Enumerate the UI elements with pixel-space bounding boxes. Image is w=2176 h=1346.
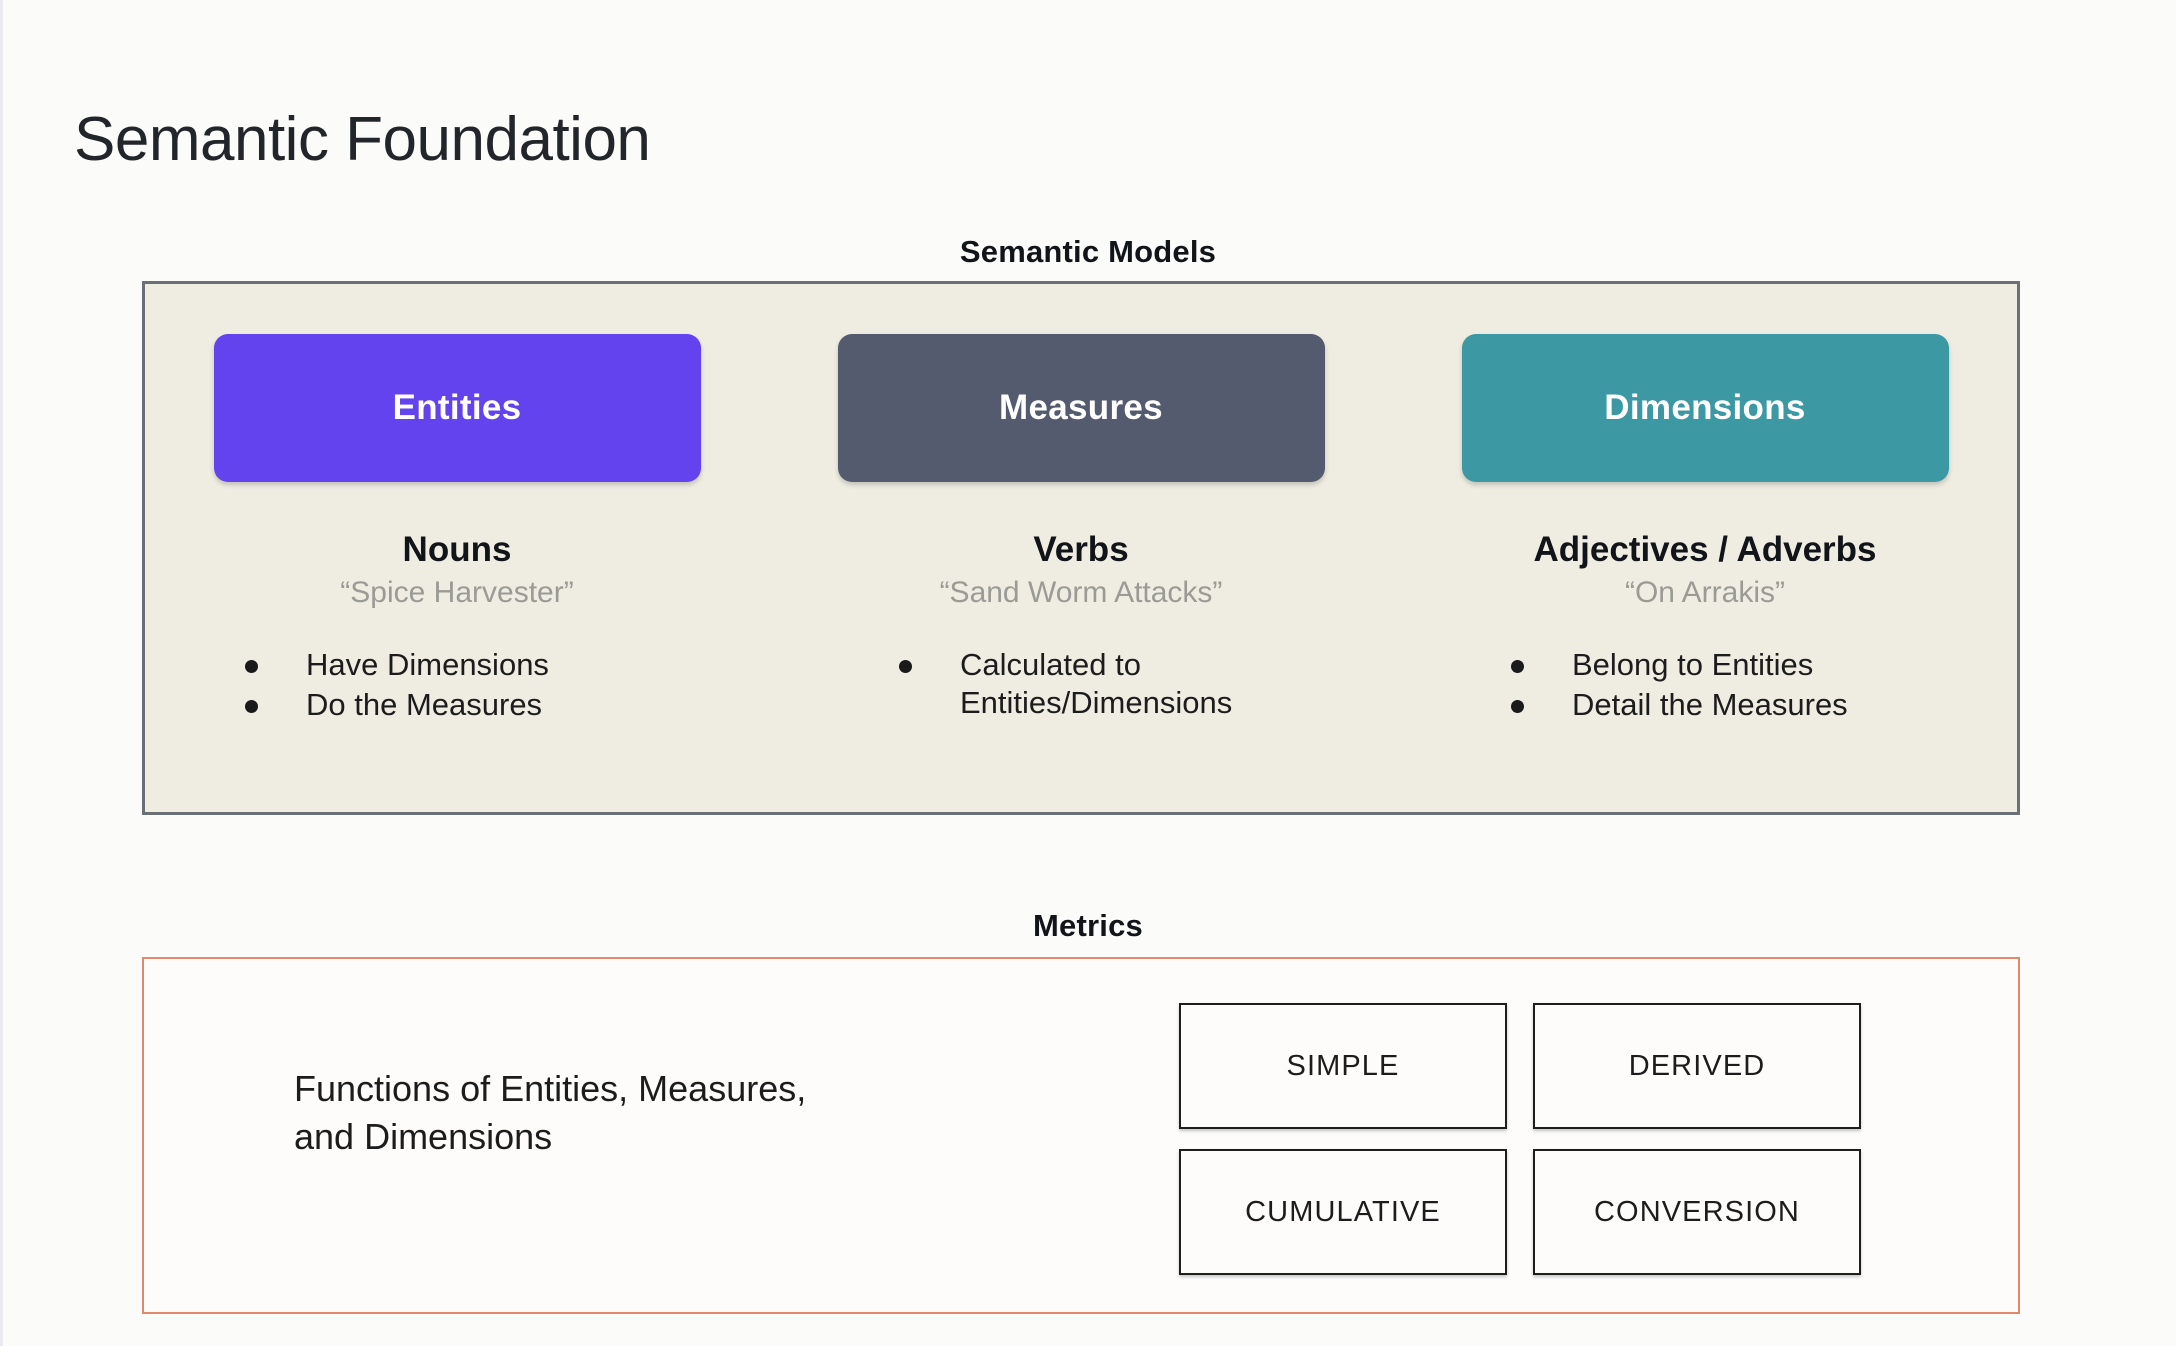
list-item: Do the Measures [245, 686, 542, 724]
entities-part-of-speech: Nouns [402, 530, 512, 569]
page-left-edge [0, 0, 3, 1346]
metrics-description-line-2: and Dimensions [294, 1115, 553, 1157]
semantic-models-panel: Entities Nouns “Spice Harvester” Have Di… [142, 281, 2020, 815]
metric-type-grid: SIMPLE DERIVED CUMULATIVE CONVERSION [1179, 1003, 1861, 1275]
bullet-text: Calculated to Entities/Dimensions [960, 646, 1233, 720]
measures-pill[interactable]: Measures [837, 334, 1325, 482]
dimensions-part-of-speech: Adjectives / Adverbs [1533, 530, 1877, 569]
metric-type-cumulative[interactable]: CUMULATIVE [1179, 1149, 1507, 1275]
bullet-dot-icon [899, 659, 912, 673]
list-item: Detail the Measures [1511, 686, 1848, 724]
list-item: Belong to Entities [1511, 646, 1813, 684]
metrics-description-line-1: Functions of Entities, Measures, [294, 1068, 807, 1109]
entities-pill[interactable]: Entities [213, 334, 701, 482]
entities-bullet-list: Have Dimensions Do the Measures [145, 646, 769, 726]
metric-type-conversion[interactable]: CONVERSION [1533, 1149, 1861, 1275]
list-item: Have Dimensions [245, 646, 549, 684]
semantic-models-columns: Entities Nouns “Spice Harvester” Have Di… [145, 284, 2017, 812]
metrics-panel: Functions of Entities, Measures, and Dim… [142, 957, 2020, 1314]
semantic-column-measures: Measures Verbs “Sand Worm Attacks” Calcu… [769, 284, 1393, 812]
semantic-column-entities: Entities Nouns “Spice Harvester” Have Di… [145, 284, 769, 812]
measures-bullet-list: Calculated to Entities/Dimensions [769, 646, 1393, 724]
bullet-text: Belong to Entities [1572, 646, 1814, 682]
dimensions-bullet-list: Belong to Entities Detail the Measures [1393, 646, 2017, 726]
bullet-text: Do the Measures [306, 686, 543, 722]
dimensions-pill[interactable]: Dimensions [1461, 334, 1949, 482]
bullet-text: Have Dimensions [306, 646, 549, 682]
bullet-dot-icon [1511, 659, 1524, 673]
bullet-dot-icon [1511, 699, 1524, 713]
bullet-dot-icon [245, 699, 258, 713]
metric-type-simple[interactable]: SIMPLE [1179, 1003, 1507, 1129]
metrics-heading: Metrics [1033, 908, 1143, 943]
page-title: Semantic Foundation [74, 104, 651, 174]
list-item: Calculated to Entities/Dimensions [899, 646, 1260, 722]
semantic-column-dimensions: Dimensions Adjectives / Adverbs “On Arra… [1393, 284, 2017, 812]
measures-part-of-speech: Verbs [1033, 530, 1129, 569]
bullet-text: Detail the Measures [1572, 686, 1848, 722]
bullet-dot-icon [245, 659, 258, 673]
measures-example-phrase: “Sand Worm Attacks” [939, 575, 1223, 609]
semantic-models-heading: Semantic Models [959, 234, 1217, 269]
metric-type-derived[interactable]: DERIVED [1533, 1003, 1861, 1129]
dimensions-example-phrase: “On Arrakis” [1624, 575, 1786, 609]
metrics-description: Functions of Entities, Measures, and Dim… [294, 1065, 806, 1161]
entities-example-phrase: “Spice Harvester” [340, 575, 574, 609]
